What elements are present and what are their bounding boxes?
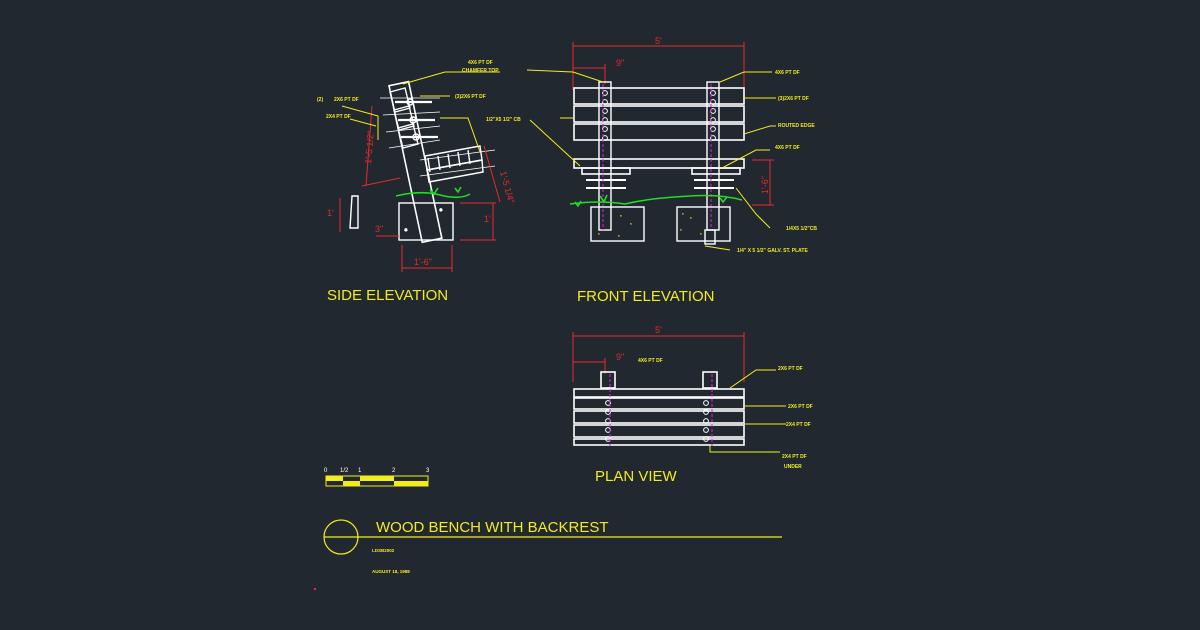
front-back-boards xyxy=(573,87,745,141)
scale-label-2: 1 xyxy=(358,468,362,474)
plan-dimensions xyxy=(572,332,745,382)
side-dim-right: 1' xyxy=(484,214,491,224)
front-centerlines xyxy=(602,84,712,230)
side-callout-1: CHAMFER TOP xyxy=(462,68,499,74)
front-callout-1: (3)2X6 PT DF xyxy=(778,96,809,102)
svg-text:*: * xyxy=(630,222,632,227)
front-footings xyxy=(590,206,731,245)
side-callout-2: (3)2X6 PT DF xyxy=(455,94,486,100)
plan-callout-1: 2X6 PT DF xyxy=(778,366,803,372)
plan-view-title: PLAN VIEW xyxy=(595,468,678,485)
side-callout-6: 1/2"X5 1/2" CB xyxy=(486,117,521,123)
front-callout-3: 4X6 PT DF xyxy=(775,145,800,151)
side-back-slats xyxy=(380,87,441,149)
front-callout-5: 1/4" X 5 1/2" GALV. ST. PLATE xyxy=(737,248,808,254)
svg-text:*: * xyxy=(598,232,600,237)
plan-callout-3: 2X4 PT DF xyxy=(786,422,811,428)
front-seat-board xyxy=(573,158,745,175)
side-dim-base: 1'-6" xyxy=(414,257,432,267)
scale-bar: 0 1/2 1 2 3 xyxy=(324,468,430,487)
side-callout-4: 2X6 PT DF xyxy=(334,97,359,103)
side-callout-0: 4X6 PT DF xyxy=(468,60,493,66)
plan-callout-leaders xyxy=(709,369,786,453)
plan-callout-2: 2X6 PT DF xyxy=(788,404,813,410)
scale-label-1: 1/2 xyxy=(340,468,349,474)
drawing-date: AUGUST 18, 1988 xyxy=(372,569,410,574)
front-callout-4: 1/4X5 1/2"CB xyxy=(786,226,817,232)
origin-marker xyxy=(313,587,317,591)
side-footing: * * xyxy=(398,202,454,241)
scale-label-3: 2 xyxy=(392,468,396,474)
svg-text:*: * xyxy=(618,234,620,239)
plan-bolts xyxy=(605,400,709,442)
front-ground xyxy=(569,194,743,208)
side-dim-left: 1' xyxy=(327,208,334,218)
plan-dim-inset: 9" xyxy=(616,352,624,362)
scale-label-4: 3 xyxy=(426,468,430,474)
side-seat-slats xyxy=(419,145,496,183)
side-wedge-detail xyxy=(349,195,359,229)
svg-text:*: * xyxy=(680,228,682,233)
side-callout-3: (2) xyxy=(317,97,323,103)
svg-text:*: * xyxy=(440,208,442,213)
drawing-code: LDSB2002 xyxy=(372,548,395,553)
front-dim-height: 1'-6" xyxy=(760,176,770,194)
front-dimensions xyxy=(572,42,774,206)
front-elevation-view: 5' 9" 1'-6" xyxy=(526,36,817,254)
front-callout-0: 4X6 PT DF xyxy=(775,70,800,76)
side-ground xyxy=(395,186,471,199)
side-callout-leaders xyxy=(341,71,500,153)
side-callout-5: 2X4 PT DF xyxy=(326,114,351,120)
title-block: WOOD BENCH WITH BACKREST LDSB2002 AUGUST… xyxy=(313,519,782,591)
side-elevation-view: * * 1'-5 1/2" 1'-5 1/4" 1'-6" 1' 1' 3" xyxy=(317,60,521,272)
plan-callout-0: 4X6 PT DF xyxy=(638,358,663,364)
svg-text:*: * xyxy=(682,212,684,217)
front-elevation-title: FRONT ELEVATION xyxy=(577,288,715,305)
scale-label-0: 0 xyxy=(324,468,328,474)
svg-text:*: * xyxy=(620,214,622,219)
side-dim-small: 3" xyxy=(375,224,383,234)
drawing-title: WOOD BENCH WITH BACKREST xyxy=(376,519,609,536)
front-callout-leaders xyxy=(526,69,776,251)
plan-callout-4: 2X4 PT DF xyxy=(782,454,807,460)
svg-text:*: * xyxy=(700,232,702,237)
plan-dim-width: 5' xyxy=(655,325,662,335)
plan-centerlines xyxy=(609,374,713,446)
side-back-post xyxy=(388,80,443,244)
side-dim-back: 1'-5 1/2" xyxy=(363,130,376,164)
svg-text:*: * xyxy=(690,216,692,221)
side-dim-seat: 1'-5 1/4" xyxy=(498,170,516,204)
side-dimensions xyxy=(339,105,501,272)
side-elevation-title: SIDE ELEVATION xyxy=(327,287,448,304)
plan-boards xyxy=(573,371,745,446)
plan-callout-5: UNDER xyxy=(784,464,802,470)
svg-text:*: * xyxy=(405,228,407,233)
front-aggregate: * * * * * * * * xyxy=(598,212,702,239)
front-callout-2: ROUTED EDGE xyxy=(778,123,815,129)
plan-view: 5' 9" 4X6 PT DF 2X6 PT DF xyxy=(572,325,813,470)
front-dim-width: 5' xyxy=(655,36,662,46)
front-dim-inset: 9" xyxy=(616,58,624,68)
